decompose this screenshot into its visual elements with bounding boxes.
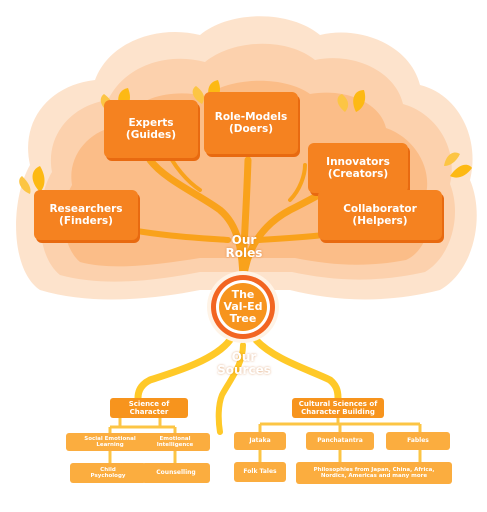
role-title: Role-Models xyxy=(214,110,288,123)
role-subtitle: (Doers) xyxy=(228,123,274,135)
source-line2: Intelligence xyxy=(156,442,194,448)
source-panchatantra: Panchatantra xyxy=(306,432,374,450)
source-emotional-intelligence: Emotional Intelligence xyxy=(140,433,210,451)
role-title: Innovators xyxy=(326,155,390,168)
source-philosophies: Philosophies from Japan, China, Africa, … xyxy=(296,462,452,484)
source-line1: Cultural Sciences of xyxy=(298,399,378,408)
role-innovators: Innovators (Creators) xyxy=(308,143,408,193)
source-folk-tales: Folk Tales xyxy=(234,462,286,482)
role-title: Collaborator xyxy=(343,202,417,215)
role-collaborator: Collaborator (Helpers) xyxy=(318,190,442,240)
source-line1: Counselling xyxy=(156,468,196,476)
source-line1: Child xyxy=(100,466,116,473)
source-line1: Panchatantra xyxy=(317,436,363,444)
source-line2: Character Building xyxy=(301,408,375,416)
source-line2: Character xyxy=(129,408,169,416)
tree-roots xyxy=(134,336,342,435)
our-roles-line2: Roles xyxy=(225,245,263,260)
role-experts: Experts (Guides) xyxy=(104,100,198,158)
center-line2: Val-Ed xyxy=(223,300,263,314)
source-fables: Fables xyxy=(386,432,450,450)
leaf-icon xyxy=(19,176,31,194)
our-roles-label: Our Roles xyxy=(220,234,268,259)
source-child-psychology: Child Psychology xyxy=(70,463,146,483)
role-subtitle: (Finders) xyxy=(59,215,113,227)
source-science-of-character: Science of Character xyxy=(110,398,188,418)
role-subtitle: (Helpers) xyxy=(352,215,408,227)
role-subtitle: (Creators) xyxy=(327,168,389,180)
source-social-emotional-learning: Social Emotional Learning xyxy=(66,433,154,451)
source-cultural-sciences: Cultural Sciences of Character Building xyxy=(292,398,384,418)
leaf-icon xyxy=(444,152,460,166)
source-boxes xyxy=(66,398,452,484)
source-line1: Folk Tales xyxy=(243,467,277,475)
source-counselling: Counselling xyxy=(142,463,210,483)
center-line1: The xyxy=(231,288,255,301)
source-line1: Fables xyxy=(407,436,429,444)
source-line1: Philosophies from Japan, China, Africa, xyxy=(313,466,435,473)
source-line1: Science of xyxy=(128,399,170,408)
source-line2: Learning xyxy=(96,442,124,448)
role-researchers: Researchers (Finders) xyxy=(34,190,138,240)
our-roles-line1: Our xyxy=(231,233,257,247)
role-title: Experts xyxy=(128,116,174,129)
leaf-icon xyxy=(450,164,472,178)
role-boxes xyxy=(34,92,444,243)
source-jataka: Jataka xyxy=(234,432,286,450)
source-line2: Psychology xyxy=(90,473,126,479)
role-title: Researchers xyxy=(49,202,123,215)
source-connectors xyxy=(108,418,422,463)
leaf-icon xyxy=(192,86,204,104)
source-line1: Jataka xyxy=(249,436,271,444)
center-title: The Val-Ed Tree xyxy=(213,288,273,326)
our-sources-line2: Sources xyxy=(217,362,271,377)
source-line1: Emotional xyxy=(159,435,191,442)
center-line3: Tree xyxy=(229,312,257,326)
leaf-icon xyxy=(353,90,366,112)
leaf-icon xyxy=(32,166,45,192)
role-subtitle: (Guides) xyxy=(125,129,177,141)
our-sources-line1: Our xyxy=(231,350,257,364)
source-line1: Social Emotional xyxy=(84,435,136,442)
source-line2: Nordics, Americas and many more xyxy=(320,473,428,479)
leaf-icon xyxy=(337,94,349,112)
our-sources-label: Our Sources xyxy=(208,351,280,376)
center-emblem xyxy=(207,271,279,343)
role-role-models: Role-Models (Doers) xyxy=(204,92,298,154)
